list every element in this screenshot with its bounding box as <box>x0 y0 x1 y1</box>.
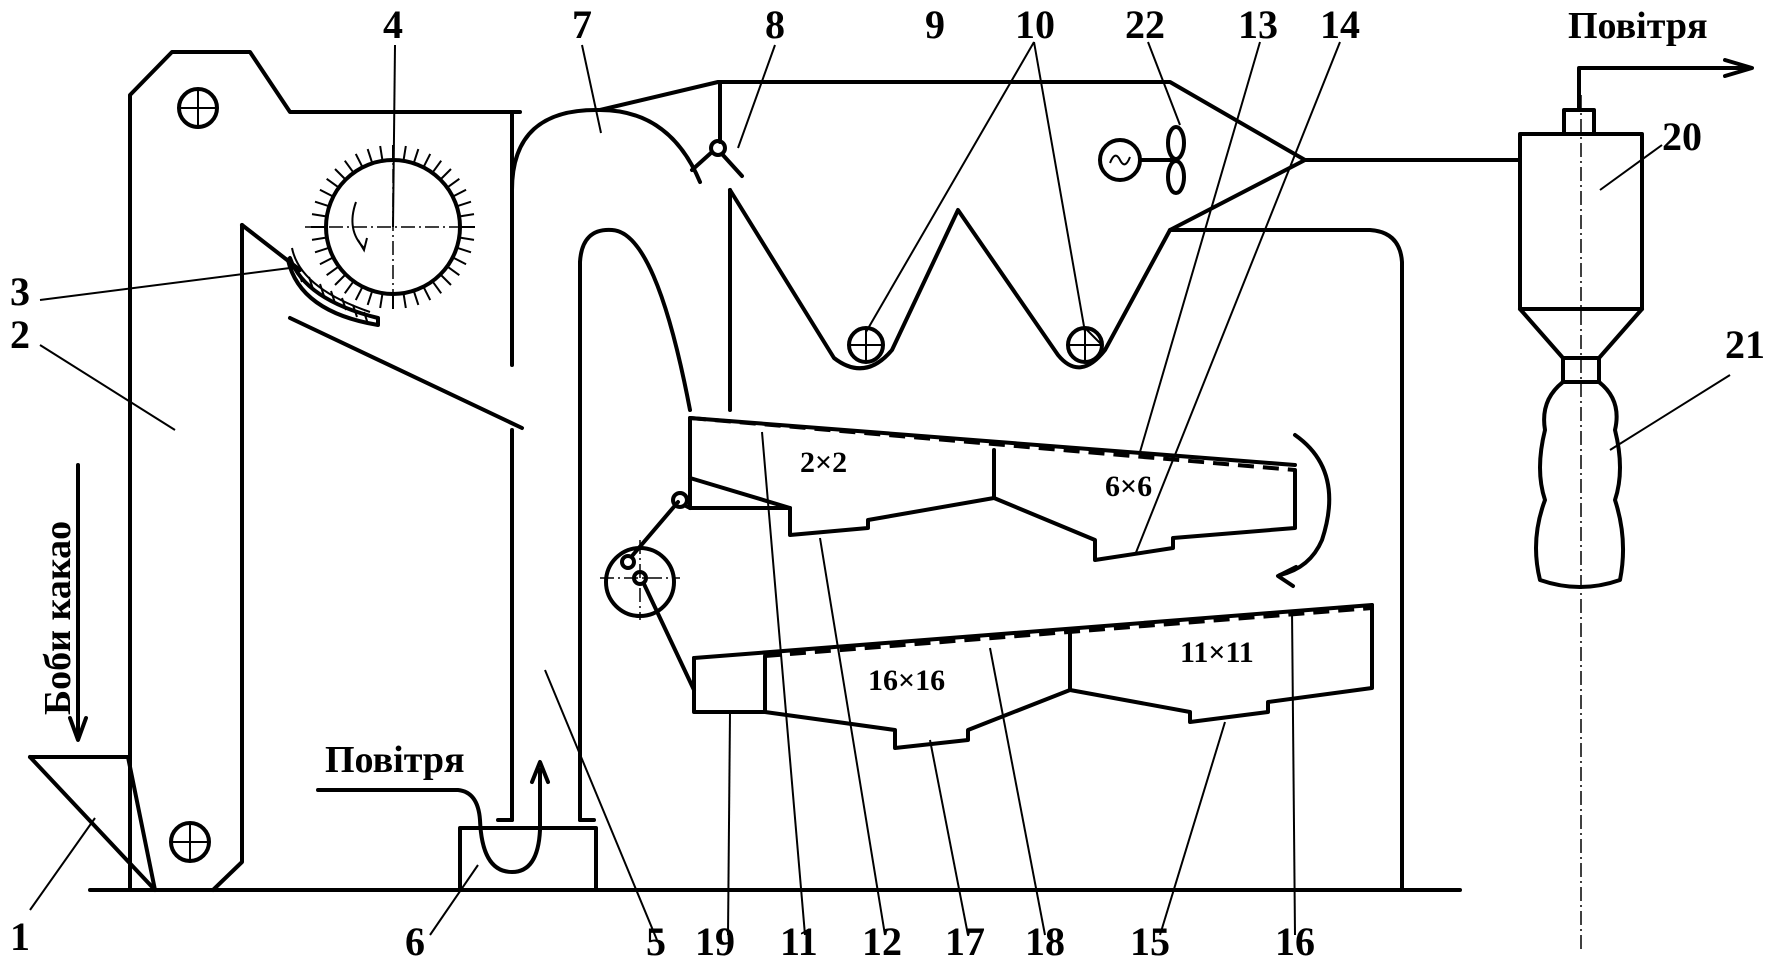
concave-sieve <box>286 256 380 327</box>
sieve-tick <box>341 297 347 311</box>
label-3: 3 <box>10 269 30 314</box>
bristle <box>431 280 443 294</box>
bristle <box>452 256 467 266</box>
label-11: 11 <box>780 919 818 964</box>
bristle <box>314 246 330 254</box>
aspiration-channel <box>496 107 702 822</box>
sieve-tick <box>352 304 358 318</box>
sieve-tick <box>308 276 314 290</box>
discharge-chute <box>288 316 524 430</box>
bristle <box>412 290 420 306</box>
bristle <box>422 153 432 168</box>
mesh-label-11x11: 11×11 <box>1180 636 1254 669</box>
flap-valve <box>690 139 744 178</box>
bristle <box>446 177 460 189</box>
bristle <box>439 273 452 286</box>
fan <box>1098 125 1186 195</box>
label-22: 22 <box>1125 2 1165 47</box>
bristle <box>402 293 407 309</box>
bristle <box>326 177 340 189</box>
label-7: 7 <box>572 2 592 47</box>
air-outlet-label: Повітря <box>1568 5 1708 47</box>
beans-input-label: Боби какао <box>37 521 79 715</box>
exhaust-pipe <box>1577 66 1752 112</box>
mesh-label-6x6: 6×6 <box>1105 470 1152 503</box>
air-inlet-label: Повітря <box>325 739 465 781</box>
bristle <box>431 160 443 174</box>
leader-lines <box>29 41 1731 941</box>
label-18: 18 <box>1025 919 1065 964</box>
label-17: 17 <box>945 919 985 964</box>
bristle <box>311 213 327 218</box>
bristle <box>412 148 420 164</box>
label-21: 21 <box>1725 322 1765 367</box>
label-19: 19 <box>695 919 735 964</box>
sieve-tick <box>297 269 303 283</box>
bristle <box>354 286 364 301</box>
bristle <box>354 153 364 168</box>
label-2: 2 <box>10 312 30 357</box>
sieve-tick <box>363 311 369 325</box>
bristle <box>459 213 475 218</box>
bucket-elevator <box>128 50 522 892</box>
label-9: 9 <box>925 2 945 47</box>
sieve-tick <box>319 283 325 297</box>
bristle <box>314 200 330 208</box>
sieve-tick <box>330 290 336 304</box>
lower-sieve-frame <box>692 603 1374 750</box>
bristle <box>334 273 347 286</box>
bristle <box>334 168 347 181</box>
label-20: 20 <box>1662 114 1702 159</box>
bristle <box>402 145 407 161</box>
intake-hopper-slope <box>28 755 157 892</box>
bristle <box>422 286 432 301</box>
brush-drum <box>305 145 475 310</box>
label-8: 8 <box>765 2 785 47</box>
label-14: 14 <box>1320 2 1360 47</box>
settling-chamber <box>598 80 1404 892</box>
transfer-arrow <box>1278 433 1332 577</box>
bristle <box>343 160 355 174</box>
brush-bristles <box>311 145 475 309</box>
label-10: 10 <box>1015 2 1055 47</box>
bristle <box>366 148 374 164</box>
air-inlet-box <box>458 826 598 892</box>
bristle <box>459 236 475 241</box>
air-flow-path <box>316 768 542 874</box>
bristle <box>439 168 452 181</box>
eccentric-drive <box>600 491 696 692</box>
label-15: 15 <box>1130 919 1170 964</box>
bristle <box>456 246 472 254</box>
mesh-label-16x16: 16×16 <box>868 664 945 697</box>
label-6: 6 <box>405 919 425 964</box>
bristle <box>446 265 460 277</box>
label-5: 5 <box>646 919 666 964</box>
upper-sieve-frame <box>688 416 1297 562</box>
bristle <box>379 145 384 161</box>
bristle <box>319 256 334 266</box>
label-12: 12 <box>862 919 902 964</box>
bristle <box>379 293 384 309</box>
bristle <box>456 200 472 208</box>
bristle <box>311 236 327 241</box>
bristle <box>452 188 467 198</box>
bristle <box>366 290 374 306</box>
label-16: 16 <box>1275 919 1315 964</box>
mesh-label-2x2: 2×2 <box>800 446 847 479</box>
concave-sieve-ticks <box>297 269 369 325</box>
bristle <box>326 265 340 277</box>
bristle <box>319 188 334 198</box>
bristle <box>343 280 355 294</box>
label-13: 13 <box>1238 2 1278 47</box>
label-1: 1 <box>10 914 30 959</box>
cyclone <box>1518 58 1754 950</box>
collection-bag <box>1534 380 1626 589</box>
label-4: 4 <box>383 2 403 47</box>
